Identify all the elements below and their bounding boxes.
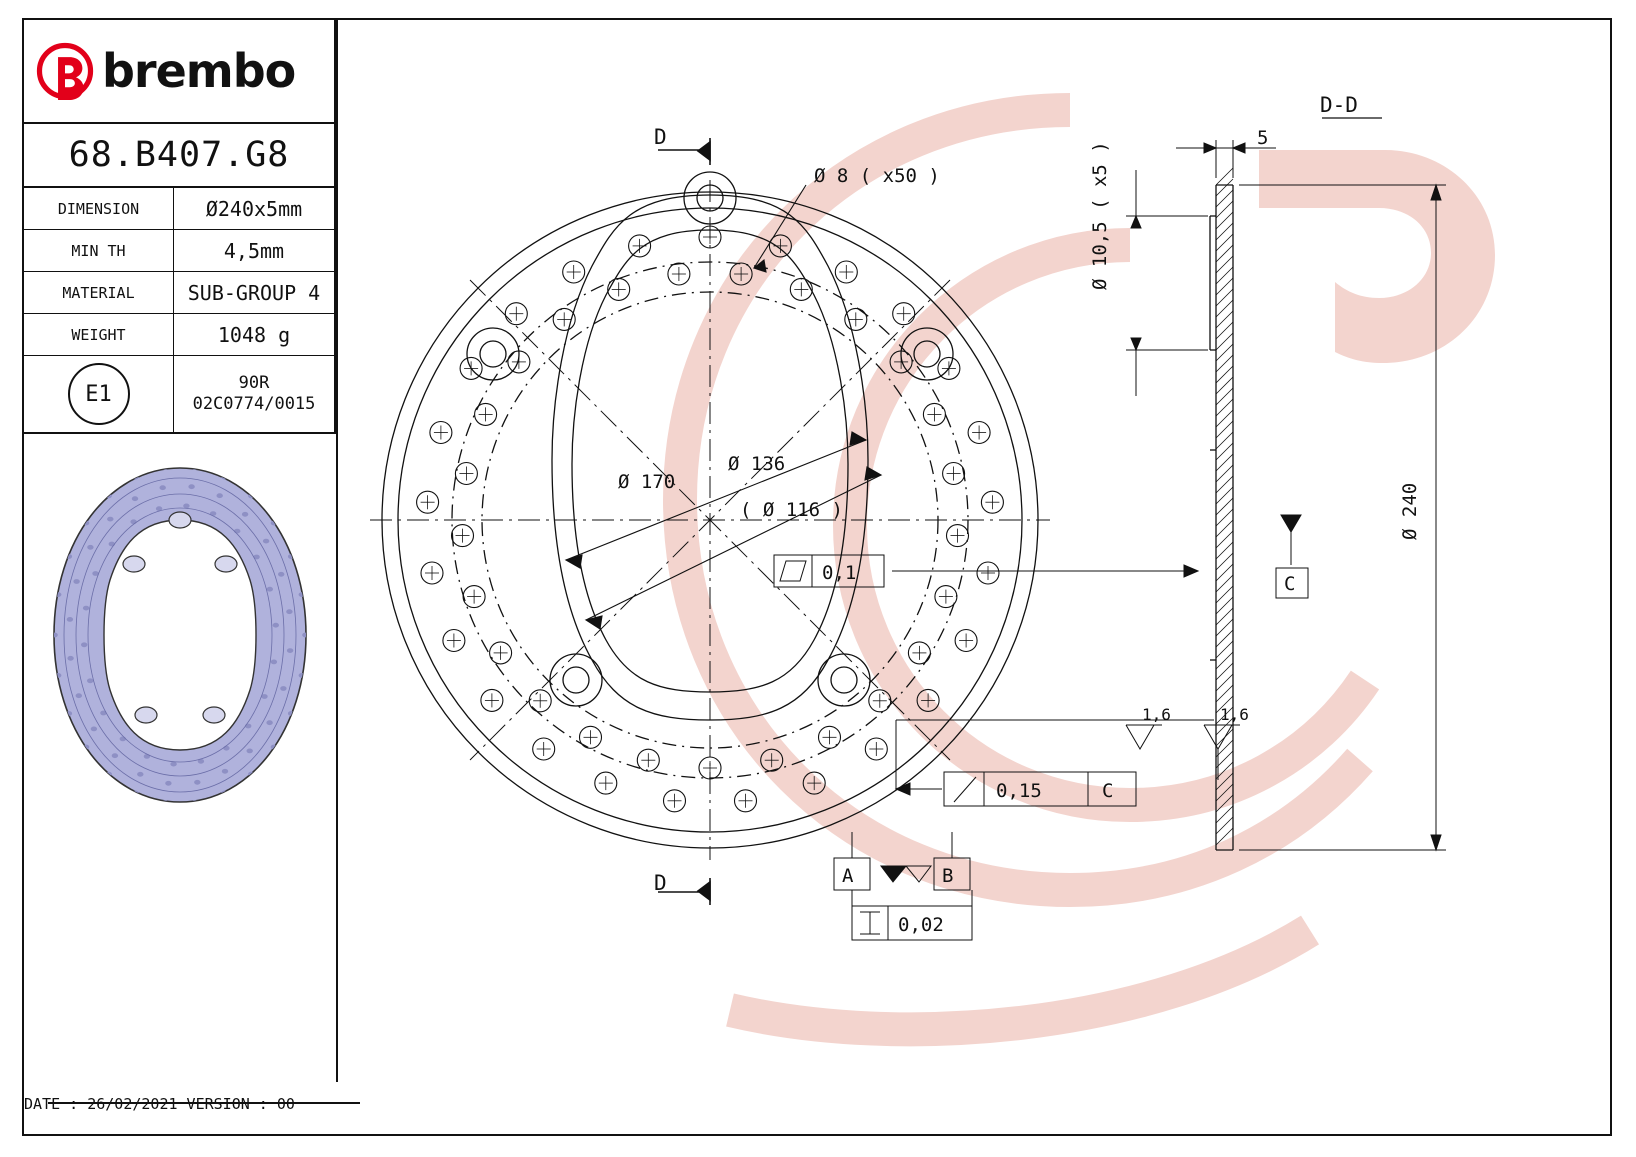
footer-date: DATE : 26/02/2021 VERSION : 00 xyxy=(24,1095,295,1113)
runout-datum-label: C xyxy=(1102,780,1113,802)
spec-row-homologation: E1 90R 02C0774/0015 xyxy=(24,356,336,434)
technical-drawing: D D Ø 8 ( x50 ) Ø 170 Ø 136 ( Ø 116 ) D-… xyxy=(370,93,1446,941)
section-title-label: D-D xyxy=(1320,93,1358,117)
part-code: 68.B407.G8 xyxy=(68,135,290,175)
section-view xyxy=(773,117,1446,941)
brembo-logo-icon xyxy=(36,42,94,100)
homologation-value: 90R 02C0774/0015 xyxy=(174,356,334,432)
bolt-hole-dim-label: Ø 10,5 ( x5 ) xyxy=(1089,141,1111,290)
homologation-line1: 90R xyxy=(238,372,270,393)
datum-b-label: B xyxy=(942,865,953,887)
panel-divider xyxy=(336,20,338,1082)
datum-a-label: A xyxy=(842,865,854,887)
runout-value-label: 0,15 xyxy=(996,780,1042,802)
part-code-cell: 68.B407.G8 xyxy=(24,124,336,188)
e1-badge: E1 xyxy=(67,363,130,425)
brand-logo-cell: brembo xyxy=(24,20,336,124)
flatness-value-label: 0,1 xyxy=(822,562,856,584)
panel-bottom-rule xyxy=(48,1102,360,1104)
spec-label-material: MATERIAL xyxy=(24,272,174,313)
spec-label-dimension: DIMENSION xyxy=(24,188,174,229)
datum-c-label: C xyxy=(1284,573,1295,595)
dim-116-label: ( Ø 116 ) xyxy=(740,499,843,521)
spec-row-dimension: DIMENSION Ø240x5mm xyxy=(24,188,336,230)
spec-row-weight: WEIGHT 1048 g xyxy=(24,314,336,356)
brand-name: brembo xyxy=(102,44,296,98)
roughness-1-label: 1,6 xyxy=(1142,705,1171,724)
part-preview-image xyxy=(53,467,307,803)
homologation-badge-cell: E1 xyxy=(24,356,174,432)
thickness-label: 5 xyxy=(1257,127,1268,149)
homologation-line2: 02C0774/0015 xyxy=(192,394,316,414)
spec-row-minth: MIN TH 4,5mm xyxy=(24,230,336,272)
info-panel: brembo 68.B407.G8 DIMENSION Ø240x5mm MIN… xyxy=(24,20,360,1134)
spec-value-material: SUB-GROUP 4 xyxy=(187,280,321,305)
spec-value-dimension: Ø240x5mm xyxy=(205,196,303,221)
spec-label-minth: MIN TH xyxy=(24,230,174,271)
hole-callout-label: Ø 8 ( x50 ) xyxy=(814,165,940,187)
parallelism-value-label: 0,02 xyxy=(898,914,944,936)
roughness-2-label: 1,6 xyxy=(1220,705,1249,724)
sheet-border xyxy=(22,18,1612,1136)
section-mark-bottom-label: D xyxy=(654,871,667,895)
section-mark-top-label: D xyxy=(654,125,667,149)
spec-row-material: MATERIAL SUB-GROUP 4 xyxy=(24,272,336,314)
spec-value-weight: 1048 g xyxy=(217,322,291,347)
spec-label-weight: WEIGHT xyxy=(24,314,174,355)
outer-dia-label: Ø 240 xyxy=(1399,483,1421,540)
dim-170-label: Ø 170 xyxy=(618,471,675,493)
spec-value-minth: 4,5mm xyxy=(223,238,285,263)
dim-136-label: Ø 136 xyxy=(728,453,785,475)
front-view xyxy=(370,138,1050,905)
